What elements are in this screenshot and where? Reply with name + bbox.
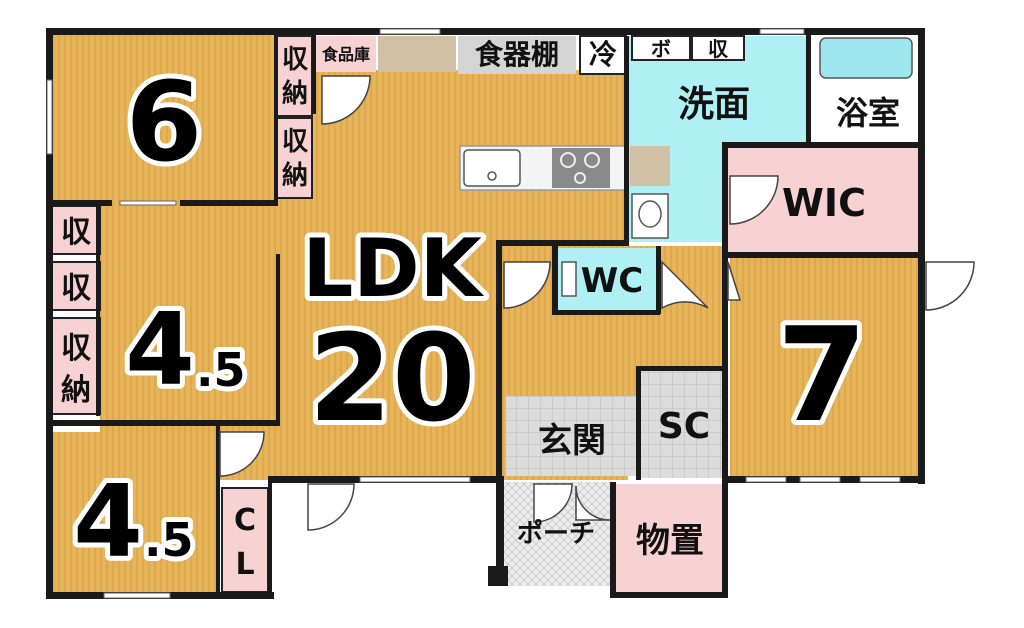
shuno-2-top: 収 xyxy=(282,127,309,157)
cl-bottom: L xyxy=(235,547,254,582)
shu-top-label: 収 xyxy=(708,37,729,61)
shu-top-box xyxy=(691,35,745,61)
wic-label: WIC xyxy=(782,181,866,225)
windows xyxy=(46,28,901,599)
shuno-2-bottom: 納 xyxy=(282,160,308,191)
sink xyxy=(463,149,521,187)
sink-drain xyxy=(487,171,497,181)
bo-label: ボ xyxy=(651,37,671,61)
burner-3 xyxy=(574,172,586,184)
room-4-5-mid-floor xyxy=(100,258,278,420)
rei-label: 冷 xyxy=(589,38,617,71)
shuno-1-bottom: 納 xyxy=(282,78,308,109)
small-labels: 洗面 浴室 WIC WC 玄関 SC ポーチ 物置 xyxy=(517,84,900,561)
shu-1-label: 収 xyxy=(61,215,92,250)
room-4-5-mid-label: 4 xyxy=(125,291,195,408)
storage-labels: 収 納 収 納 食品庫 食器棚 冷 ボ 収 収 収 収 納 C L xyxy=(61,37,729,582)
burner-1 xyxy=(560,152,576,168)
bathtub xyxy=(819,37,913,79)
shuno-1-top: 収 xyxy=(282,45,309,75)
shokkidana-label: 食器棚 xyxy=(475,38,559,71)
room-4-5-low-floor xyxy=(52,432,218,594)
wash-counter xyxy=(630,146,670,186)
room-labels: 6 4 .5 4 .5 7 LDK 20 xyxy=(68,53,872,585)
shu-box-1 xyxy=(51,205,101,255)
sc-label: SC xyxy=(658,406,710,447)
room-4-5-low-frac: .5 xyxy=(144,513,193,567)
room-6-label: 6 xyxy=(126,58,203,186)
burner-2 xyxy=(584,152,600,168)
genkan-floor xyxy=(506,396,640,476)
interior-walls xyxy=(52,34,922,598)
genkan-label: 玄関 xyxy=(538,421,606,461)
shokuhinko-box xyxy=(316,36,376,72)
shu-box-2 xyxy=(51,261,101,311)
kitchen-counter xyxy=(459,37,913,297)
shu-2-label: 収 xyxy=(61,271,92,306)
shokuhinko-label: 食品庫 xyxy=(321,45,370,64)
counter-left xyxy=(378,36,456,72)
stove xyxy=(552,148,610,188)
sc-floor xyxy=(640,370,726,478)
shokkidana-box xyxy=(458,36,576,74)
monooki-label: 物置 xyxy=(636,521,704,561)
yokushitsu-label: 浴室 xyxy=(836,94,900,132)
wash-bowl xyxy=(638,200,662,228)
senmen-label: 洗面 xyxy=(678,84,750,125)
room-4-5-low-label: 4 xyxy=(73,463,143,580)
monooki-floor xyxy=(614,484,726,592)
ldk-name-label: LDK xyxy=(302,222,484,315)
cl-top: C xyxy=(234,503,256,538)
room-7-floor xyxy=(730,258,920,480)
storage-boxes xyxy=(51,35,745,593)
shuno-3-top: 収 xyxy=(61,331,92,366)
wc-label: WC xyxy=(581,261,643,301)
porch-label: ポーチ xyxy=(517,518,595,549)
wash-basin xyxy=(631,193,669,239)
bo-box xyxy=(631,35,691,61)
room-4-5-mid-frac: .5 xyxy=(196,343,245,397)
doors xyxy=(219,75,975,531)
ldk-size-label: 20 xyxy=(309,310,476,449)
shuno-box-3 xyxy=(51,317,101,415)
shuno-3-bottom: 納 xyxy=(61,373,91,408)
wc-toilet xyxy=(561,261,577,297)
room-7-label: 7 xyxy=(777,299,867,451)
shuno-1-text: 収納 xyxy=(0,0,2,1)
